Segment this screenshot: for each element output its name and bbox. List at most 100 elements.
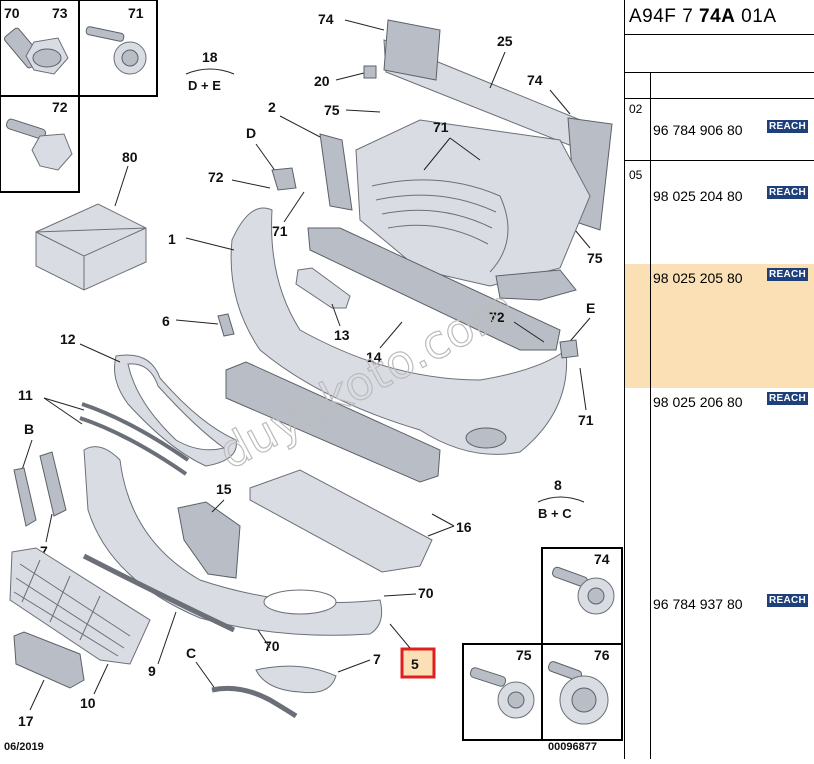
ref-suffix: 01A: [735, 6, 777, 27]
callout-25: 25: [497, 33, 513, 49]
side-trim-b-left: [13, 467, 37, 527]
part-number: 98 025 206 80: [653, 394, 743, 410]
callout-18-sub: D + E: [188, 78, 221, 93]
row-divider: [625, 160, 814, 161]
reach-badge: REACH: [767, 186, 809, 199]
callout-13: 13: [334, 327, 350, 343]
reach-badge: REACH: [767, 120, 809, 133]
part-row-4[interactable]: 98 025 206 80 REACH: [625, 388, 814, 588]
reach-badge: REACH: [767, 594, 809, 607]
fastener-box-70-73: 70 73: [0, 0, 80, 97]
part-row-2[interactable]: 05 98 025 204 80 REACH: [625, 164, 814, 264]
header-divider-2: [625, 98, 814, 99]
strip-9: [82, 553, 236, 633]
reach-badge: REACH: [767, 392, 809, 405]
callout-15: 15: [216, 481, 232, 497]
callout-E: E: [586, 300, 595, 316]
screw-71-icon: [85, 26, 147, 75]
clip-kit-80: 80: [35, 149, 147, 291]
callout-12: 12: [60, 331, 76, 347]
trim-11b: [79, 416, 188, 476]
callout-7-bottom: 7: [373, 651, 381, 667]
part-number: 98 025 205 80: [653, 270, 743, 286]
part-row-3-highlighted[interactable]: 98 025 205 80 REACH: [625, 264, 814, 388]
strip-13: [295, 267, 351, 309]
callout-5: 5: [411, 656, 419, 672]
callout-6: 6: [162, 313, 170, 329]
callout-70-bottom: 70: [264, 638, 280, 654]
side-bracket-right: [495, 269, 577, 301]
bracket-20-left: [363, 65, 377, 79]
callout-14: 14: [366, 349, 382, 365]
side-trim-b-right: [39, 451, 67, 517]
fastener-box-75: 75: [462, 643, 543, 741]
part-number-panel: A94F 7 74A 01A 02 96 784 906 80 REACH 05…: [624, 0, 814, 759]
callout-70-right: 70: [418, 585, 434, 601]
column-separator: [650, 72, 651, 759]
bumper-cover-1: [230, 207, 568, 455]
callout-20-left: 20: [314, 73, 330, 89]
reach-badge: REACH: [767, 268, 809, 281]
part-number: 96 784 937 80: [653, 596, 743, 612]
bracket-E: [559, 339, 579, 359]
fastener-box-76: 76: [541, 643, 623, 741]
fog-surround-7: [255, 665, 337, 694]
clip-6: [217, 313, 235, 337]
callout-B: B: [24, 421, 34, 437]
plate-17: [13, 631, 85, 689]
part-number: 98 025 204 80: [653, 188, 743, 204]
title-underline: [625, 34, 814, 35]
highlighted-part-box: [400, 647, 436, 679]
callout-17: 17: [18, 713, 34, 729]
callout-75-box: 75: [516, 647, 532, 663]
trim-C: [211, 685, 298, 719]
bracket-15: [177, 501, 241, 579]
fastener-box-74: 74: [541, 547, 623, 645]
callout-72-right: 72: [489, 309, 505, 325]
set-8: 8 B + C: [537, 477, 585, 521]
callout-9: 9: [148, 663, 156, 679]
absorber-14: [307, 227, 561, 351]
callout-71-left: 71: [272, 223, 288, 239]
callout-71-right: 71: [578, 412, 594, 428]
trim-11a: [81, 402, 190, 462]
callout-74-right: 74: [527, 72, 543, 88]
callout-71-grille: 71: [433, 119, 449, 135]
lower-absorber: [225, 361, 441, 483]
bolt-73-icon: [3, 27, 69, 75]
exploded-view: 70 73 71 72 80 25: [0, 0, 623, 753]
callout-2: 2: [268, 99, 276, 115]
ref-bold: 74A: [699, 6, 736, 27]
grille-frame-12: [114, 354, 237, 467]
callout-80: 80: [122, 149, 138, 165]
callout-71: 71: [128, 5, 144, 21]
side-bracket-2: [319, 133, 353, 211]
callout-75-right: 75: [587, 250, 603, 266]
callout-72: 72: [52, 99, 68, 115]
part-number: 96 784 906 80: [653, 122, 743, 138]
callout-8: 8: [554, 477, 562, 493]
callout-7-left: 7: [40, 543, 48, 559]
variant-code: 05: [629, 168, 643, 182]
callout-70: 70: [4, 5, 20, 21]
callout-73: 73: [52, 5, 68, 21]
callout-10: 10: [80, 695, 96, 711]
callout-D: D: [246, 125, 256, 141]
callout-75-left: 75: [324, 102, 340, 118]
diagram-number: 00096877: [548, 741, 597, 753]
bolt-72-icon: [5, 118, 73, 171]
undertray-16: [249, 469, 433, 573]
fastener-box-72: 72: [0, 95, 80, 193]
callout-18: 18: [202, 49, 218, 65]
callout-11: 11: [18, 387, 33, 403]
impact-beam-25: 25: [383, 19, 613, 231]
callout-72-left: 72: [208, 169, 224, 185]
reference-title: A94F 7 74A 01A: [629, 6, 777, 28]
fastener-box-71: 71: [78, 0, 158, 97]
callout-16: 16: [456, 519, 472, 535]
upper-grille: 71: [355, 119, 591, 287]
part-row-5[interactable]: 96 784 937 80 REACH: [625, 590, 814, 650]
part-row-1[interactable]: 02 96 784 906 80 REACH: [625, 98, 814, 160]
lower-grille-10: [9, 547, 151, 665]
